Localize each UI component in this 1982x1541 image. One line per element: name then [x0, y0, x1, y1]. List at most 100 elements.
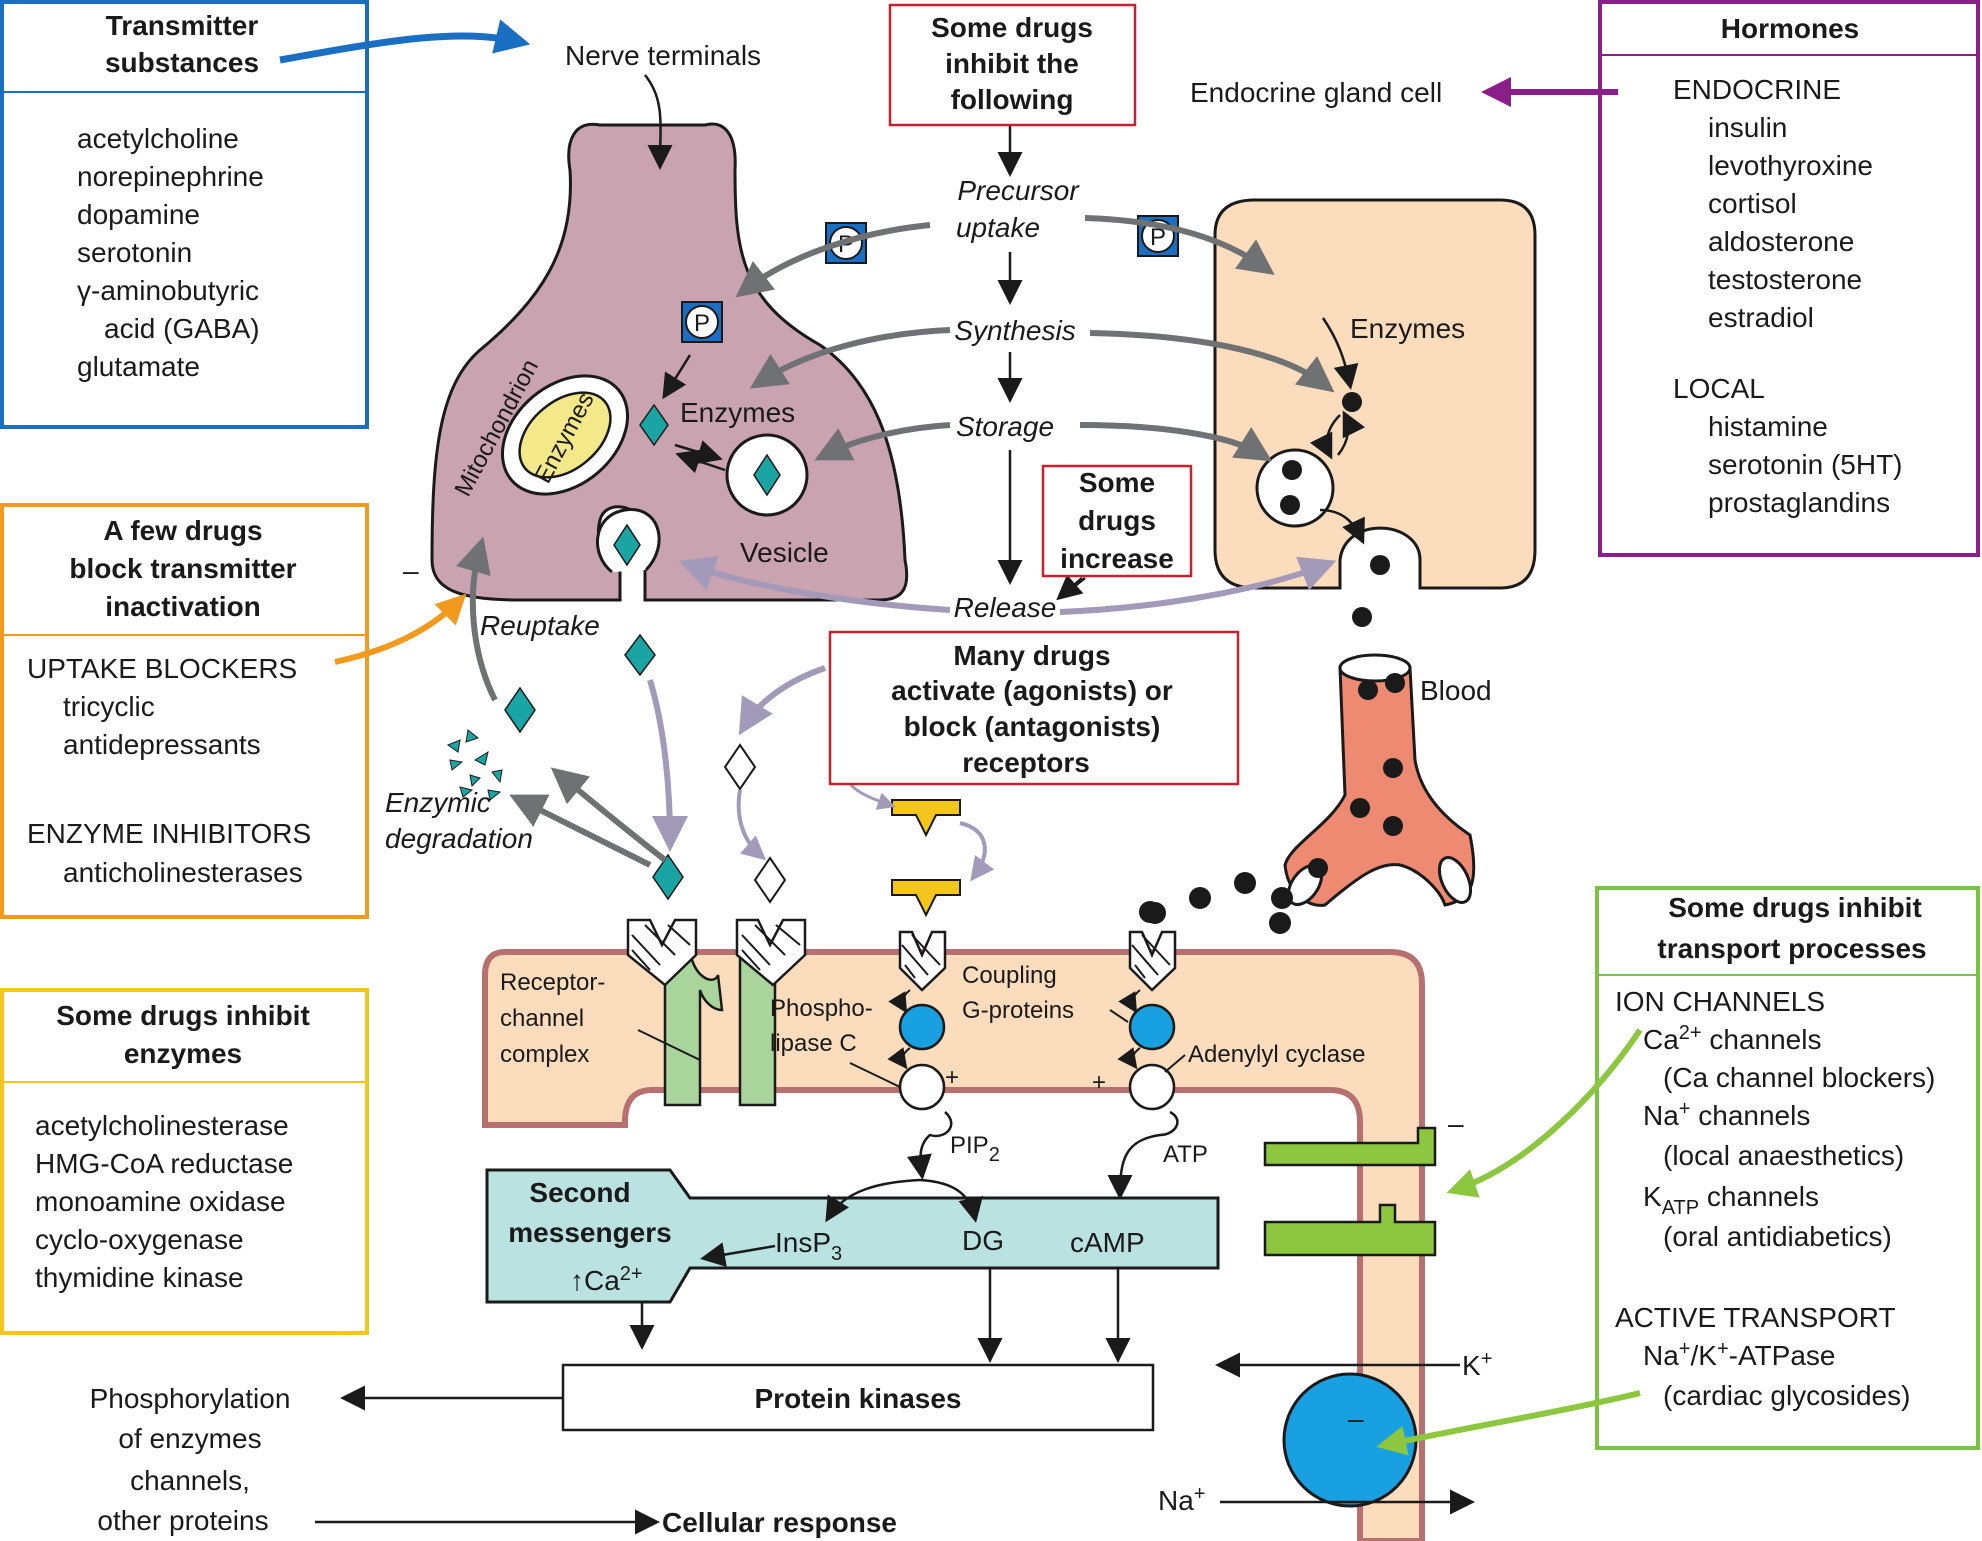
many-drugs-line-2: activate (agonists) or	[891, 675, 1173, 706]
inhibit-following-line-2: inhibit the	[945, 48, 1079, 79]
transmitter-item: acetylcholine	[77, 123, 239, 154]
receptor-label-3: complex	[500, 1041, 589, 1068]
endocrine-item: levothyroxine	[1708, 150, 1873, 181]
few-drugs-title-1: A few drugs	[103, 515, 262, 546]
arrow-pip2-split-left	[825, 1178, 921, 1223]
atp-label: ATP	[1163, 1141, 1208, 1168]
released-transmitter-1	[624, 633, 656, 677]
antagonist-drug-1	[891, 799, 961, 838]
reuptake-transmitter	[504, 686, 536, 734]
gproteins-leader	[1109, 1009, 1129, 1023]
step-precursor-2: uptake	[956, 212, 1040, 243]
transmitter-item: dopamine	[77, 199, 200, 230]
transport-title-2: transport processes	[1657, 933, 1926, 964]
dg-label: DG	[962, 1225, 1004, 1256]
arrow-transmitter-nerve	[279, 19, 531, 64]
mitochondrion-inner	[518, 391, 612, 479]
arrow-increase-release	[1060, 578, 1086, 597]
second-messengers-title-1: Second	[529, 1177, 630, 1208]
few-drugs-title-2: block transmitter	[69, 553, 296, 584]
ion-channel-bottom	[1263, 1203, 1437, 1257]
nerve-enzymes-label: Enzymes	[680, 397, 795, 428]
local-item: prostaglandins	[1708, 487, 1890, 518]
lilac-arrows	[647, 556, 1337, 852]
transmitter-item: γ-aminobutyric	[77, 275, 259, 306]
arrow-p-to-enzyme	[662, 354, 692, 400]
gland-vesicle-hormone-1	[1282, 460, 1302, 480]
phospholipase-leader	[849, 1062, 901, 1088]
inhibit-following-line-3: following	[951, 84, 1074, 115]
arrow-into-nerve	[644, 74, 673, 170]
arrow-antagonist-cycle	[959, 821, 995, 882]
receptor-label-2: channel	[500, 1005, 584, 1032]
arrow-pump-inhibit	[1376, 1390, 1641, 1456]
phospholipase-label-2: lipase C	[770, 1030, 857, 1057]
bound-transmitter	[652, 853, 684, 901]
uptake-blocker-item: tricyclic	[63, 691, 155, 722]
many-drugs-line-3: block (antagonists)	[904, 711, 1161, 742]
endocrine-gland-label: Endocrine gland cell	[1190, 77, 1442, 108]
arrow-pip2	[906, 1111, 953, 1180]
cell-membrane	[482, 949, 1425, 1541]
step-precursor-1: Precursor	[957, 175, 1080, 206]
arrow-uptake-blockers	[334, 593, 467, 665]
many-drugs-box: Many drugs activate (agonists) or block …	[828, 630, 1240, 786]
circulating-hormones	[1144, 872, 1293, 924]
few-drugs-box: A few drugs block transmitter inactivati…	[0, 503, 369, 919]
uptake-blocker-item: antidepressants	[63, 729, 261, 760]
gprotein-receptor-right	[1128, 930, 1177, 1111]
phosphorylation-line-3: channels,	[130, 1465, 250, 1496]
grey-process-arrows	[456, 215, 1335, 868]
endocrine-item: aldosterone	[1708, 226, 1854, 257]
many-drugs-line-1: Many drugs	[953, 640, 1110, 671]
ca-channels-note: (Ca channel blockers)	[1663, 1062, 1935, 1093]
phosphorylation-line-4: other proteins	[97, 1505, 268, 1536]
transmitter-item: acid (GABA)	[104, 313, 260, 344]
na-channels-note: (local anaesthetics)	[1663, 1140, 1904, 1171]
active-transport-heading: ACTIVE TRANSPORT	[1615, 1302, 1896, 1333]
gland-cell-shape	[1213, 198, 1537, 590]
calcium-label: ↑Ca2+	[570, 1263, 643, 1296]
cellular-response-label: Cellular response	[662, 1507, 897, 1538]
plus-sign-1: +	[945, 1064, 959, 1091]
vesicle-transmitter	[613, 523, 641, 567]
receptor-channel-left	[626, 918, 724, 1107]
phosphorylation-line-2: of enzymes	[118, 1423, 261, 1454]
enzyme-inhibitors-heading: ENZYME INHIBITORS	[27, 818, 311, 849]
arrow-gland-molecule-down	[1309, 414, 1341, 460]
pump-note: (cardiac glycosides)	[1663, 1380, 1910, 1411]
svg-text:P: P	[1150, 224, 1166, 251]
transmitter-title-2: substances	[105, 47, 259, 78]
ca-channels-label: Ca2+ channels	[1643, 1022, 1821, 1055]
gland-vesicle-hormone-2	[1280, 495, 1300, 515]
arrow-coupling-4	[1117, 1047, 1141, 1070]
second-messengers-title-2: messengers	[508, 1217, 671, 1248]
inhibit-enzymes-item: thymidine kinase	[35, 1262, 244, 1293]
arrow-gland-molecule-up	[1337, 410, 1366, 456]
inhibit-enzymes-item: monoamine oxidase	[35, 1186, 286, 1217]
ion-channel-top	[1263, 1126, 1437, 1167]
blood-vessel	[1283, 666, 1476, 907]
inhibit-enzymes-box: Some drugs inhibit enzymes acetylcholine…	[0, 988, 369, 1335]
arrow-coupling-2	[887, 1047, 911, 1070]
local-item: serotonin (5HT)	[1708, 449, 1903, 480]
some-increase-line-3: increase	[1060, 543, 1174, 574]
arrow-atp	[1107, 1110, 1179, 1200]
inhibit-enzymes-item: acetylcholinesterase	[35, 1110, 289, 1141]
channel-minus: –	[1448, 1108, 1464, 1139]
inhibit-following-line-1: Some drugs	[931, 12, 1093, 43]
many-drugs-line-4: receptors	[962, 747, 1090, 778]
blood-label: Blood	[1420, 675, 1492, 706]
transmitter-box: Transmitter substances acetylcholine nor…	[0, 0, 369, 429]
phosphate-marker-3: P	[1137, 215, 1179, 257]
phospholipase-label-1: Phospho-	[770, 995, 873, 1022]
katp-channels-note: (oral antidiabetics)	[1663, 1221, 1892, 1252]
step-storage: Storage	[956, 411, 1054, 442]
drug-molecule-2	[753, 856, 787, 904]
released-hormone-2	[1352, 607, 1372, 627]
adenylyl-label: Adenylyl cyclase	[1188, 1041, 1365, 1068]
inhibit-enzymes-item: HMG-CoA reductase	[35, 1148, 293, 1179]
pump-label: Na+/K+-ATPase	[1643, 1338, 1836, 1371]
blood-vessel-opening-right	[1437, 856, 1473, 904]
